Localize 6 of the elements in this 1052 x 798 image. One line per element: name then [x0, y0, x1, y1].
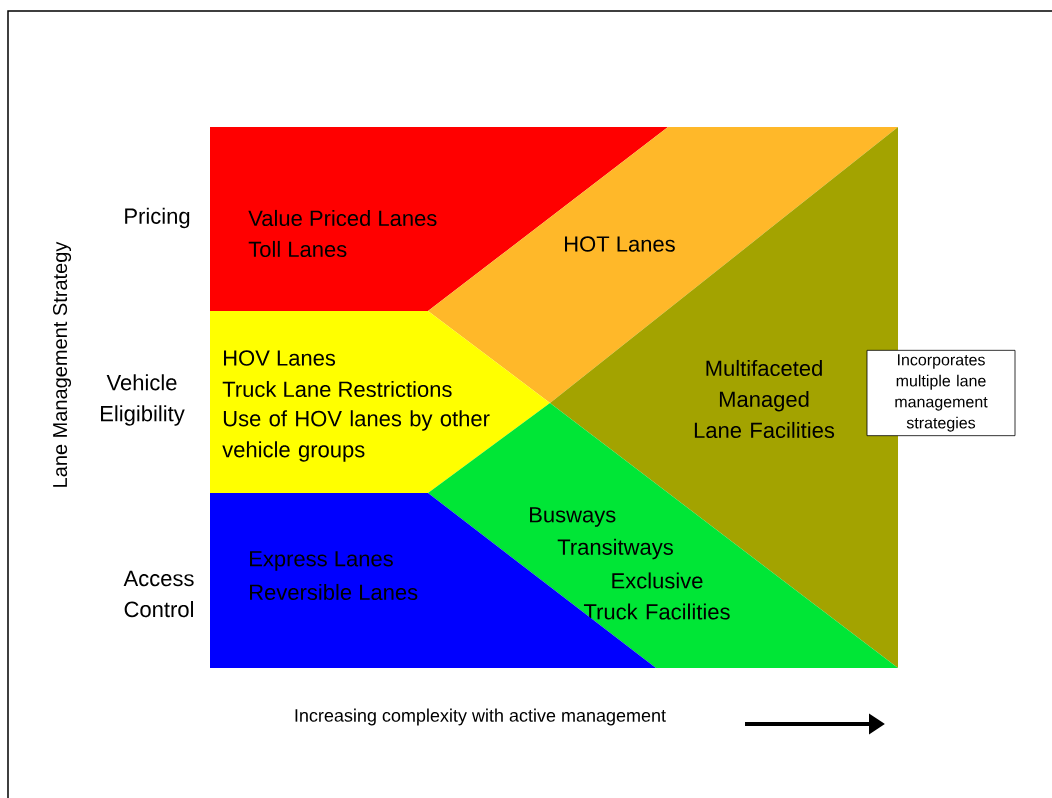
eligibility-region: HOV Lanes Truck Lane Restrictions Use of HOV lanes by other vehicle groups	[210, 311, 550, 493]
axis-title: Increasing complexity with active management	[295, 708, 666, 726]
row-label: Vehicle Eligibility	[101, 374, 185, 426]
axis-title: Lane Management Strategy	[52, 241, 72, 487]
row-label: Pricing	[125, 207, 190, 229]
callout-box: Incorporates multiple lane management strategies	[866, 349, 1016, 437]
